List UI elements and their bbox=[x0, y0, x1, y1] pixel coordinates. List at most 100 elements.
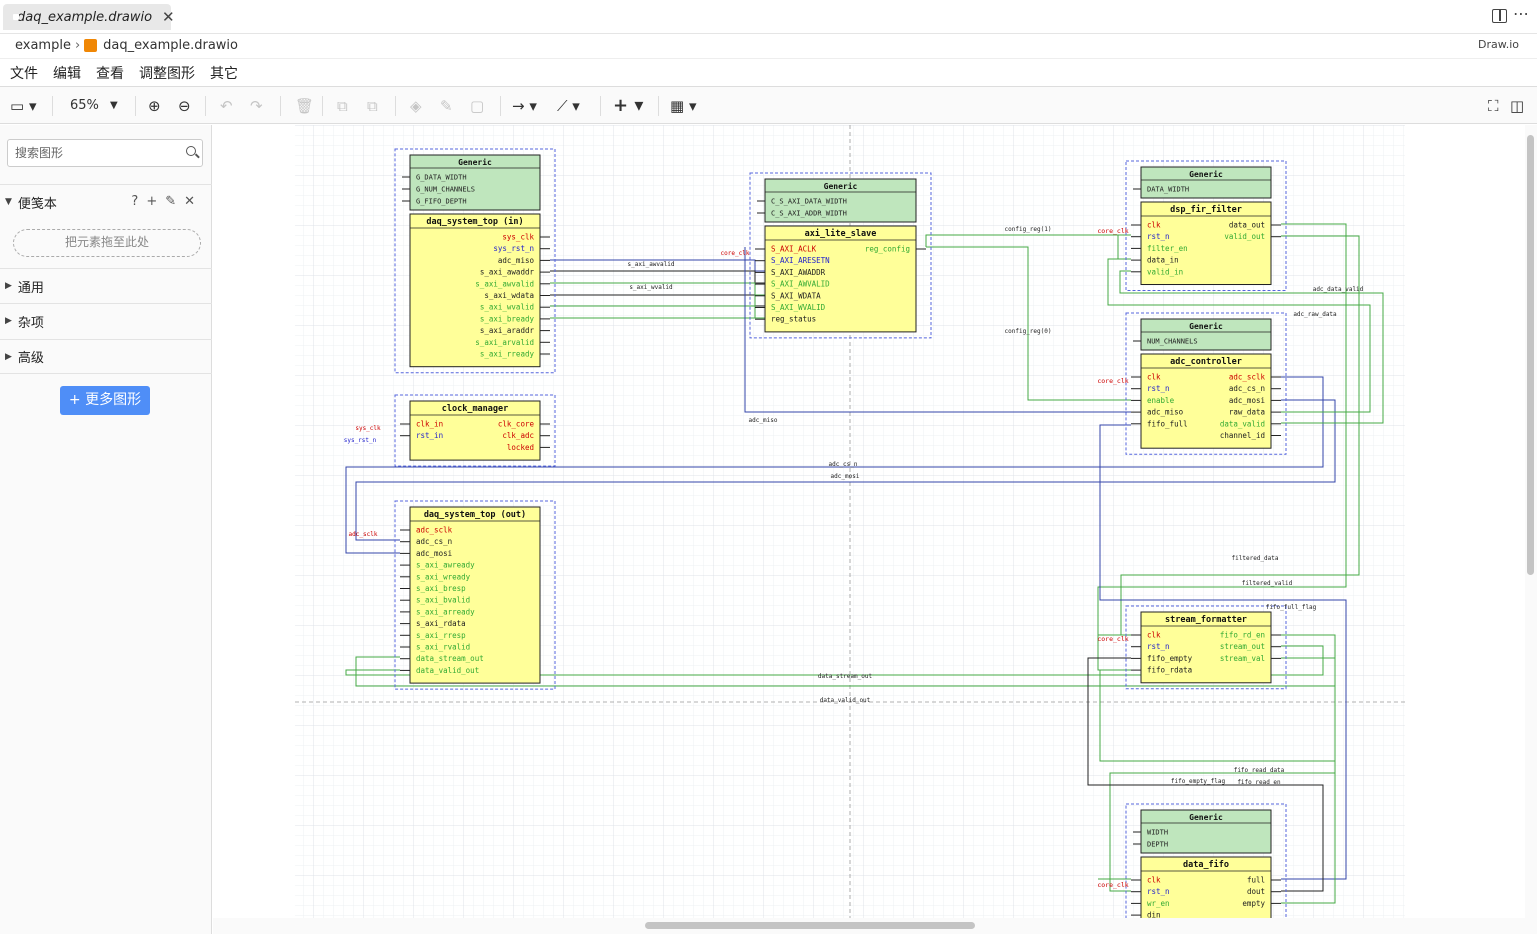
section-label: 通用 bbox=[17, 280, 44, 296]
port-left: S_AXI_WVALID bbox=[771, 303, 826, 312]
block-body[interactable] bbox=[409, 506, 541, 684]
menu-arrange[interactable]: 调整图形 bbox=[139, 65, 195, 82]
wire[interactable] bbox=[926, 246, 1131, 401]
zoom-out-icon[interactable]: ⊖ bbox=[178, 97, 191, 115]
menu-view[interactable]: 查看 bbox=[96, 65, 124, 82]
wire-label: adc_raw_data bbox=[1293, 311, 1337, 318]
waypoints-icon[interactable]: ⟋ ▾ bbox=[557, 97, 580, 115]
wire[interactable] bbox=[1119, 270, 1384, 424]
delete-icon[interactable]: 🗑 bbox=[295, 97, 315, 115]
wire[interactable] bbox=[355, 399, 1336, 541]
menu-edit[interactable]: 编辑 bbox=[53, 65, 81, 82]
generic-box[interactable] bbox=[409, 154, 541, 211]
horizontal-scroll-thumb[interactable] bbox=[645, 922, 975, 929]
wire[interactable] bbox=[345, 376, 1324, 554]
port-right: clk_adc bbox=[502, 431, 534, 440]
diagram-svg[interactable]: GenericG_DATA_WIDTHG_NUM_CHANNELSG_FIFO_… bbox=[213, 125, 1525, 918]
port-left: S_AXI_AWVALID bbox=[771, 280, 830, 289]
wire[interactable] bbox=[550, 283, 756, 319]
block-body[interactable] bbox=[409, 400, 541, 461]
wire[interactable] bbox=[1109, 657, 1336, 892]
wire[interactable] bbox=[550, 270, 765, 284]
zoom-dropdown-icon[interactable]: ▼ bbox=[110, 100, 118, 111]
redo-icon[interactable]: ↷ bbox=[250, 97, 263, 115]
generic-box[interactable] bbox=[1140, 318, 1272, 351]
to-back-icon[interactable]: ⧉ bbox=[367, 97, 378, 115]
chevron-right-icon: › bbox=[74, 37, 81, 53]
tab-daq-example[interactable]: daq_example.drawio ✕ bbox=[3, 4, 175, 30]
port-left: s_axi_wready bbox=[416, 572, 471, 581]
block-body[interactable] bbox=[764, 225, 917, 333]
split-editor-icon[interactable] bbox=[1492, 9, 1507, 23]
line-color-icon[interactable]: ✎ bbox=[440, 97, 453, 115]
wire-label: core_clk bbox=[1097, 881, 1128, 889]
port-left: S_AXI_AWADDR bbox=[771, 268, 826, 277]
format-panel-icon[interactable]: ▭ ▾ bbox=[10, 97, 37, 115]
wire-label: fifo_empty_flag bbox=[1171, 778, 1226, 785]
port-right: s_axi_wdata bbox=[484, 291, 534, 300]
shapes-sidebar: 搜索图形 ▼ 便笺本 ?+✎✕ 把元素拖至此处 ▶ 通用 ▶ 杂项 ▶ 高级 +… bbox=[0, 125, 212, 934]
undo-icon[interactable]: ↶ bbox=[220, 97, 233, 115]
generic-param: WIDTH bbox=[1147, 829, 1168, 837]
scratchpad-label: 便笺本 bbox=[17, 196, 57, 212]
scratchpad-tools[interactable]: ?+✎✕ bbox=[131, 194, 203, 209]
block-body[interactable] bbox=[1140, 856, 1272, 918]
menu-extras[interactable]: 其它 bbox=[210, 65, 238, 82]
insert-icon[interactable]: + ▾ bbox=[613, 95, 644, 116]
port-left: s_axi_rdata bbox=[416, 619, 466, 628]
wire[interactable] bbox=[1107, 258, 1371, 413]
zoom-in-icon[interactable]: ⊕ bbox=[148, 97, 161, 115]
block-clock-manager[interactable]: clock_managerclk_inrst_inclk_coreclk_adc… bbox=[394, 394, 556, 467]
block-adc-controller[interactable]: GenericNUM_CHANNELSadc_controllerclkrst_… bbox=[1125, 312, 1287, 455]
port-right: adc_miso bbox=[498, 256, 535, 265]
drop-zone[interactable]: 把元素拖至此处 bbox=[13, 229, 201, 257]
vertical-scrollbar[interactable] bbox=[1525, 125, 1537, 934]
more-shapes-button[interactable]: + 更多图形 bbox=[60, 386, 150, 415]
port-right: s_axi_bready bbox=[480, 314, 535, 323]
breadcrumb-file[interactable]: daq_example.drawio bbox=[103, 37, 238, 53]
search-input[interactable]: 搜索图形 bbox=[7, 139, 203, 167]
to-front-icon[interactable]: ⧉ bbox=[337, 97, 348, 115]
breadcrumb-folder[interactable]: example bbox=[15, 37, 71, 53]
wire[interactable] bbox=[1099, 669, 1336, 904]
block-data-fifo[interactable]: GenericWIDTHDEPTHdata_fifoclkrst_nwr_end… bbox=[1125, 803, 1287, 918]
block-daq-system-top-out-[interactable]: daq_system_top (out)adc_sclkadc_cs_nadc_… bbox=[394, 500, 556, 690]
group-outline bbox=[1125, 803, 1287, 918]
vertical-scroll-thumb[interactable] bbox=[1527, 135, 1534, 575]
zoom-level[interactable]: 65% bbox=[70, 98, 99, 113]
shadow-icon[interactable]: ▢ bbox=[470, 97, 485, 115]
block-body[interactable] bbox=[1140, 611, 1272, 684]
menu-file[interactable]: 文件 bbox=[10, 65, 38, 82]
port-left: enable bbox=[1147, 396, 1175, 405]
close-icon[interactable]: ✕ bbox=[162, 8, 175, 26]
section-misc[interactable]: ▶ 杂项 bbox=[0, 303, 212, 338]
horizontal-scrollbar[interactable] bbox=[213, 918, 1525, 934]
wire[interactable] bbox=[744, 247, 1131, 413]
section-general[interactable]: ▶ 通用 bbox=[0, 268, 212, 303]
generic-box[interactable] bbox=[764, 178, 917, 223]
section-scratchpad[interactable]: ▼ 便笺本 bbox=[0, 184, 212, 219]
block-dsp-fir-filter[interactable]: GenericDATA_WIDTHdsp_fir_filterclkrst_nf… bbox=[1125, 160, 1287, 291]
toggle-format-icon[interactable]: ◫ bbox=[1510, 97, 1525, 115]
block-axi-lite-slave[interactable]: GenericC_S_AXI_DATA_WIDTHC_S_AXI_ADDR_WI… bbox=[749, 172, 932, 339]
block-body[interactable] bbox=[1140, 353, 1272, 449]
fullscreen-icon[interactable]: ⛶ bbox=[1488, 97, 1499, 115]
wire[interactable] bbox=[1087, 657, 1324, 892]
table-icon[interactable]: ▦ ▾ bbox=[670, 97, 697, 115]
block-body[interactable] bbox=[409, 213, 541, 368]
more-actions-icon[interactable]: ⋯ bbox=[1513, 4, 1529, 23]
block-daq-system-top-in-[interactable]: GenericG_DATA_WIDTHG_NUM_CHANNELSG_FIFO_… bbox=[394, 148, 556, 374]
generic-box[interactable] bbox=[1140, 166, 1272, 199]
wire[interactable] bbox=[550, 259, 765, 272]
search-icon[interactable] bbox=[186, 146, 196, 156]
chevron-right-icon: ▶ bbox=[5, 351, 12, 362]
wire[interactable] bbox=[355, 634, 1336, 687]
fill-color-icon[interactable]: ◈ bbox=[410, 97, 422, 115]
block-stream-formatter[interactable]: stream_formatterclkrst_nfifo_emptyfifo_r… bbox=[1125, 605, 1287, 690]
connection-icon[interactable]: → ▾ bbox=[512, 97, 537, 115]
wire[interactable] bbox=[345, 645, 1324, 676]
section-advanced[interactable]: ▶ 高级 bbox=[0, 339, 212, 374]
toolbar: ▭ ▾ 65% ▼ ⊕ ⊖ ↶ ↷ 🗑 ⧉ ⧉ ◈ ✎ ▢ → ▾ ⟋ ▾ + … bbox=[0, 86, 1537, 124]
generic-param: DATA_WIDTH bbox=[1147, 186, 1189, 194]
